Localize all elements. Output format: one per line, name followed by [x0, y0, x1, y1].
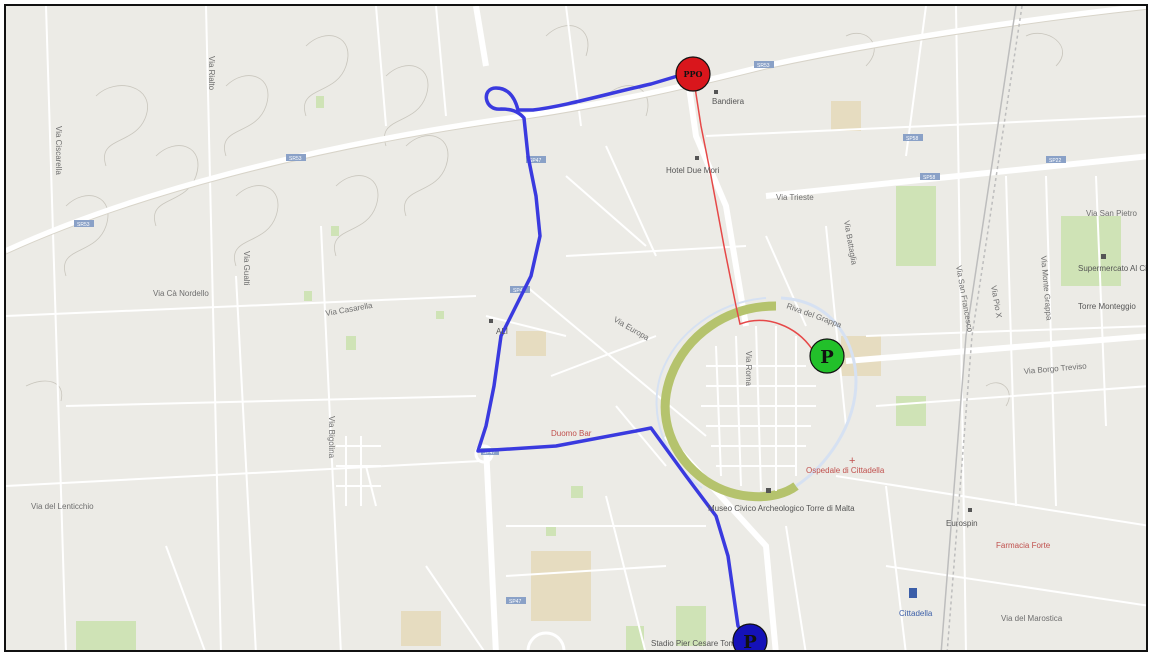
street-label: Via Rialto [207, 56, 216, 91]
shield-text: SP47 [513, 288, 525, 294]
shop-icon [489, 319, 493, 323]
shield-text: SP47 [509, 599, 521, 605]
minor-roads [6, 6, 1146, 650]
parking-marker-blue[interactable]: P [732, 623, 768, 652]
parking-marker-green-label: P [820, 347, 834, 368]
poi-label: Cittadella [899, 609, 933, 618]
street-label: Via Ciscarella [54, 126, 63, 175]
poi-label: Ospedale di Cittadella [806, 466, 885, 475]
shield-text: SP58 [906, 136, 918, 142]
shield-text: SP47 [483, 450, 495, 456]
poi-label: Supermercato Al Cittadella [1078, 264, 1148, 273]
poi-label: Museo Civico Archeologico Torre di Malta [708, 504, 855, 513]
route-blue [476, 73, 749, 640]
poi-label: Torre Monteggio [1078, 302, 1136, 311]
historic-center-streets [701, 325, 816, 492]
shield-text: SR53 [757, 63, 770, 69]
parks [76, 96, 1121, 650]
hospital-icon: + [849, 455, 855, 467]
terrain-contours [25, 25, 1063, 407]
shield-text: SR53 [289, 156, 302, 162]
shield-text: SP58 [923, 175, 935, 181]
poi-label: Eurospin [946, 519, 978, 528]
shop-icon [968, 508, 972, 512]
shield-text: SP47 [529, 158, 541, 164]
street-label: Via Cà Nordello [153, 289, 209, 298]
poi-label: Hotel Due Mori [666, 166, 720, 175]
major-road-outline [6, 8, 1146, 255]
train-station-icon [909, 588, 917, 598]
poi-icon [714, 90, 718, 94]
street-label: Via San Pietro [1086, 209, 1138, 218]
street-label: Via Gualti [242, 251, 251, 286]
parking-marker-green[interactable]: P [809, 338, 845, 374]
poi-label: ALÌ [496, 327, 508, 336]
street-label: Via Trieste [776, 193, 814, 202]
street-label: Via Bigolina [327, 416, 336, 459]
railway [940, 6, 1023, 650]
street-label: Via del Marostica [1001, 614, 1063, 623]
shop-icon [1101, 254, 1106, 259]
street-label: Via Roma [744, 351, 753, 387]
map-canvas[interactable]: SR53 SR53 SP47 SP47 SR53 SP58 SP58 SP22 … [6, 6, 1148, 652]
poi-label: Stadio Pier Cesare Tombolato [651, 639, 758, 648]
map-frame[interactable]: SR53 SR53 SP47 SP47 SR53 SP58 SP58 SP22 … [4, 4, 1148, 652]
poi-label: Duomo Bar [551, 429, 592, 438]
parking-marker-blue-label: P [743, 632, 757, 652]
street-label: Via del Lenticchio [31, 502, 94, 511]
origin-marker[interactable]: PPO [675, 56, 711, 92]
hotel-icon [695, 156, 699, 160]
route-red [693, 80, 813, 350]
road-shields: SR53 SR53 SP47 SP47 SR53 SP58 SP58 SP22 … [74, 61, 1066, 605]
shield-text: SP22 [1049, 158, 1061, 164]
poi-label: Bandiera [712, 97, 745, 106]
origin-marker-label: PPO [684, 69, 703, 79]
poi-label: Farmacia Forte [996, 541, 1051, 550]
shield-text: SR53 [77, 222, 90, 228]
major-roads [6, 6, 1146, 650]
museum-icon [766, 488, 771, 493]
